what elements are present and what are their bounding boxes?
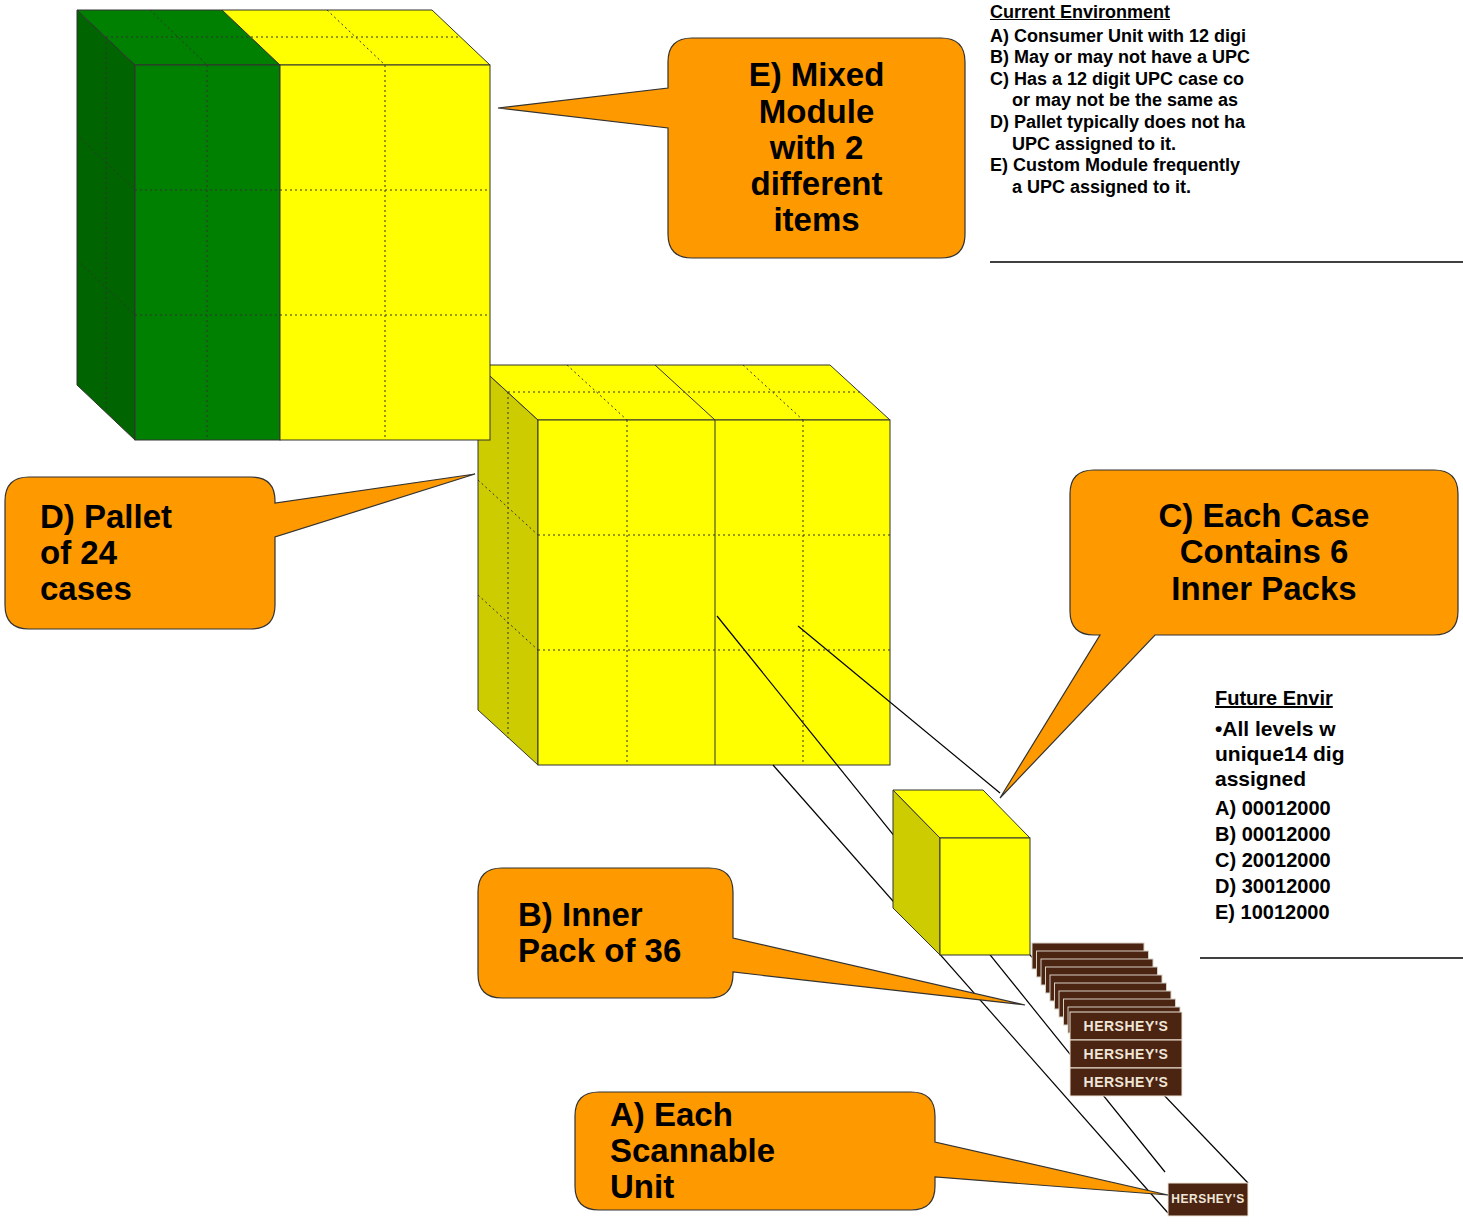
grid-line [207, 65, 208, 440]
callout-outline [1000, 470, 1458, 798]
gtin-code: C) 20012000 [1215, 848, 1455, 872]
candy-bar [1070, 1012, 1182, 1040]
panel-heading: Future Envir [1215, 686, 1455, 710]
callout-outline [5, 474, 475, 629]
case-cube [893, 790, 1030, 955]
gtin-code: D) 30012000 [1215, 874, 1455, 898]
label-slot: HERSHEY'S [1168, 1183, 1248, 1216]
panel-note: C) Has a 12 digit UPC case co or may not… [990, 69, 1252, 112]
case-front [940, 838, 1030, 955]
callout-text: E) Mixed Module with 2 different items [732, 57, 902, 238]
panel-note: •All levels w unique14 dig assigned [1215, 716, 1355, 792]
grid-line [538, 535, 890, 536]
mixed-module-cube [77, 10, 490, 440]
label-slot: D) Pallet typically does not ha UPC assi… [990, 112, 1252, 155]
label-slot: C) 20012000 [1215, 848, 1455, 872]
label-slot: D) 30012000 [1215, 874, 1455, 898]
gtin-code: B) 00012000 [1215, 822, 1455, 846]
panel-rule [1200, 957, 1463, 959]
label-slot: E) Custom Module frequently a UPC assign… [990, 155, 1252, 198]
label-slot: Current Environment [990, 2, 1450, 24]
callout-text: C) Each Case Contains 6 Inner Packs [1152, 498, 1377, 607]
grid-line [385, 65, 386, 440]
panel-note: B) May or may not have a UPC [990, 47, 1450, 69]
callout-box: E) Mixed Module with 2 different items [668, 38, 965, 258]
case-divider [715, 420, 716, 765]
label-slot: A) 00012000 [1215, 796, 1455, 820]
grid-line [150, 10, 207, 65]
grid-line [478, 480, 538, 535]
callout-text: B) Inner Pack of 36 [518, 897, 693, 970]
brand-text: HERSHEY'S [1168, 1183, 1248, 1216]
label-slot: •All levels w unique14 dig assigned [1215, 716, 1355, 792]
grid-lines [77, 10, 490, 440]
label-slot: HERSHEY'S [1070, 1012, 1182, 1040]
case-top [893, 790, 1030, 838]
panel-note: E) Custom Module frequently a UPC assign… [990, 155, 1252, 198]
brand-text: HERSHEY'S [1070, 1012, 1182, 1040]
panel-rule [990, 261, 1463, 263]
pallet-front [538, 420, 890, 765]
label-slot: Future Envir [1215, 686, 1455, 710]
grid-line [135, 190, 490, 191]
grid-line [508, 392, 509, 738]
single-candy-bar [1168, 1183, 1248, 1216]
pallet-top [478, 365, 890, 420]
grid-line [538, 650, 890, 651]
zoom-line [798, 626, 1000, 793]
grid-line [478, 595, 538, 650]
callout-box: B) Inner Pack of 36 [478, 868, 733, 998]
brand-text: HERSHEY'S [1070, 1040, 1182, 1068]
candy-bar [1070, 1040, 1182, 1068]
grid-line [77, 135, 135, 190]
panel-note: A) Consumer Unit with 12 digi [990, 26, 1450, 48]
module-front-yellow [280, 65, 490, 440]
callout-text: D) Pallet of 24 cases [40, 499, 190, 608]
grid-line [106, 37, 461, 38]
pallet-cube [478, 365, 890, 765]
callout-outline [575, 1092, 1168, 1210]
callout-outline [478, 868, 1025, 1005]
label-slot: HERSHEY'S [1070, 1068, 1182, 1096]
grid-line [135, 315, 490, 316]
label-slot: E) 10012000 [1215, 900, 1455, 924]
zoom-line [1030, 955, 1248, 1183]
candy-bar [1070, 1068, 1182, 1096]
module-side [77, 10, 135, 440]
module-front-green [135, 65, 280, 440]
callout-box: C) Each Case Contains 6 Inner Packs [1070, 470, 1458, 635]
label-slot: A) Consumer Unit with 12 digi [990, 26, 1450, 48]
label-slot: C) Has a 12 digit UPC case co or may not… [990, 69, 1252, 112]
inner-pack-bars [1032, 943, 1182, 1096]
grid-line [106, 37, 107, 412]
panel-note: D) Pallet typically does not ha UPC assi… [990, 112, 1252, 155]
gtin-code: E) 10012000 [1215, 900, 1455, 924]
label-slot: HERSHEY'S [1070, 1040, 1182, 1068]
grid-line [627, 420, 628, 765]
callout-text: A) Each Scannable Unit [610, 1097, 795, 1206]
gtin-code: A) 00012000 [1215, 796, 1455, 820]
grid-line [508, 392, 860, 393]
callout-outline [498, 38, 965, 258]
callout-box: D) Pallet of 24 cases [5, 477, 275, 629]
brand-text: HERSHEY'S [1070, 1068, 1182, 1096]
label-slot: B) May or may not have a UPC [990, 47, 1450, 69]
grid-lines [478, 365, 890, 765]
callout-box: A) Each Scannable Unit [575, 1092, 935, 1210]
grid-line [803, 420, 804, 765]
panel-heading: Current Environment [990, 2, 1450, 24]
label-slot: B) 00012000 [1215, 822, 1455, 846]
grid-line [77, 260, 135, 315]
